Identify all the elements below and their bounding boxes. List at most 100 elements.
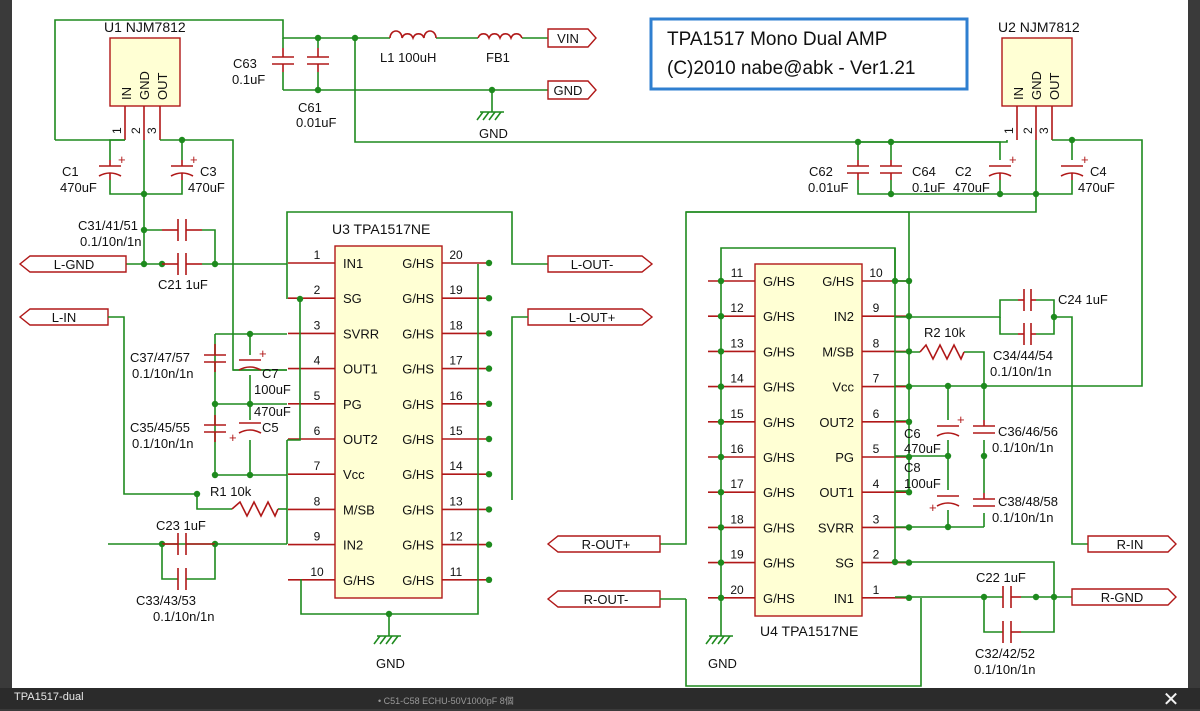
capacitor-c5: +	[229, 422, 262, 445]
c38-ref: C38/48/58	[998, 494, 1058, 509]
c61-ref: C61	[298, 100, 322, 115]
image-caption: TPA1517-dual	[14, 691, 84, 703]
pin-number: 6	[873, 407, 880, 421]
pin-name: G/HS	[763, 415, 795, 430]
capacitor-c31	[162, 219, 202, 241]
pin-name: IN2	[343, 538, 363, 553]
pin-number: 13	[730, 336, 744, 350]
pin-name: G/HS	[343, 573, 375, 588]
u3-left-pins: 1IN12SG3SVRR4OUT15PG6OUT27Vcc8M/SB9IN210…	[288, 248, 379, 588]
pin-name: IN1	[343, 256, 363, 271]
r1-label: R1 10k	[210, 484, 252, 499]
pin-name: SVRR	[818, 520, 854, 535]
pin-number: 16	[449, 389, 463, 403]
c4-ref: C4	[1090, 164, 1107, 179]
pin-number: 2	[873, 548, 880, 562]
pin-name: G/HS	[402, 291, 434, 306]
c64-ref: C64	[912, 164, 936, 179]
c36-ref: C36/46/56	[998, 424, 1058, 439]
pin-number: 11	[450, 565, 463, 579]
c38-value: 0.1/10n/1n	[992, 510, 1053, 525]
pin-number: 10	[310, 565, 324, 579]
pin-name: G/HS	[763, 380, 795, 395]
junction-dot	[485, 365, 493, 372]
lightbox-bottom-bar	[0, 688, 1200, 709]
capacitor-c36	[973, 420, 995, 434]
capacitor-c6: +	[936, 412, 965, 437]
c1-value: 470uF	[60, 180, 97, 195]
capacitor-c33	[161, 544, 216, 590]
pin-number: 8	[314, 494, 321, 508]
u2-ref: U2 NJM7812	[998, 19, 1080, 35]
c35-ref: C35/45/55	[130, 420, 190, 435]
pin-number: 3	[314, 318, 321, 332]
capacitor-c62	[847, 160, 869, 180]
pin-number: 9	[873, 301, 880, 315]
pin-name: G/HS	[763, 591, 795, 606]
svg-text:L-OUT-: L-OUT-	[571, 257, 614, 272]
c36-value: 0.1/10n/1n	[992, 440, 1053, 455]
c31-ref: C31/41/51	[78, 218, 138, 233]
junction-dot	[485, 576, 493, 583]
pin-name: G/HS	[763, 344, 795, 359]
pin-name: SVRR	[343, 326, 379, 341]
pin-number: 5	[314, 389, 321, 403]
pin-name: G/HS	[763, 450, 795, 465]
capacitor-c37	[204, 344, 226, 372]
capacitor-c63	[272, 48, 294, 72]
amplifier-u4	[754, 263, 863, 617]
c21-label: C21 1uF	[158, 277, 208, 292]
junction-dot	[485, 295, 493, 302]
close-button[interactable]: ✕	[1162, 687, 1180, 711]
pin-name: G/HS	[402, 538, 434, 553]
u1-pin-out: OUT	[155, 73, 170, 101]
regulator-u2	[1001, 37, 1073, 140]
c62-value: 0.01uF	[808, 180, 849, 195]
regulator-u1	[109, 37, 181, 140]
svg-text:+: +	[190, 152, 198, 167]
pin-number: 5	[873, 442, 880, 456]
pin-number: 2	[314, 283, 321, 297]
c32-ref: C32/42/52	[975, 646, 1035, 661]
pin-name: G/HS	[402, 467, 434, 482]
c5-value: 470uF	[254, 404, 291, 419]
pin-number: 7	[314, 459, 321, 473]
title-line-2: (C)2010 nabe@abk - Ver1.21	[667, 58, 916, 79]
pin-number: 14	[730, 372, 744, 386]
ground-label-u3: GND	[376, 656, 405, 671]
u1-pin-number: 3	[145, 127, 159, 134]
pin-number: 20	[730, 583, 744, 597]
junction-dot	[905, 383, 913, 390]
capacitor-c32	[1002, 621, 1021, 643]
svg-text:L-OUT+: L-OUT+	[569, 310, 616, 325]
svg-text:+: +	[1009, 152, 1017, 167]
c8-value: 100uF	[904, 476, 941, 491]
pin-name: G/HS	[822, 274, 854, 289]
c6-value: 470uF	[904, 441, 941, 456]
ferrite-bead-fb1	[477, 33, 523, 41]
pin-number: 12	[449, 530, 463, 544]
title-line-1: TPA1517 Mono Dual AMP	[667, 29, 887, 50]
pin-number: 1	[314, 248, 321, 262]
pin-name: G/HS	[402, 326, 434, 341]
pin-name: PG	[835, 450, 854, 465]
c61-value: 0.01uF	[296, 115, 337, 130]
c37-value: 0.1/10n/1n	[132, 366, 193, 381]
u4-left-pins: 11G/HS12G/HS13G/HS14G/HS15G/HS16G/HS17G/…	[708, 266, 795, 606]
c22-label: C22 1uF	[976, 570, 1026, 585]
c3-ref: C3	[200, 164, 217, 179]
c35-value: 0.1/10n/1n	[132, 436, 193, 451]
u3-ref: U3 TPA1517NE	[332, 221, 430, 237]
inductor-l1	[389, 30, 437, 41]
u4-right-pins: 10G/HS9IN28M/SB7Vcc6OUT25PG4OUT13SVRR2SG…	[818, 266, 913, 606]
pin-number: 4	[873, 477, 880, 491]
c63-value: 0.1uF	[232, 72, 265, 87]
capacitor-c21	[162, 253, 202, 275]
pin-name: G/HS	[402, 362, 434, 377]
resistor-r2	[919, 343, 965, 361]
pin-number: 15	[449, 424, 463, 438]
pin-name: G/HS	[402, 502, 434, 517]
l-in-wire	[108, 316, 197, 495]
